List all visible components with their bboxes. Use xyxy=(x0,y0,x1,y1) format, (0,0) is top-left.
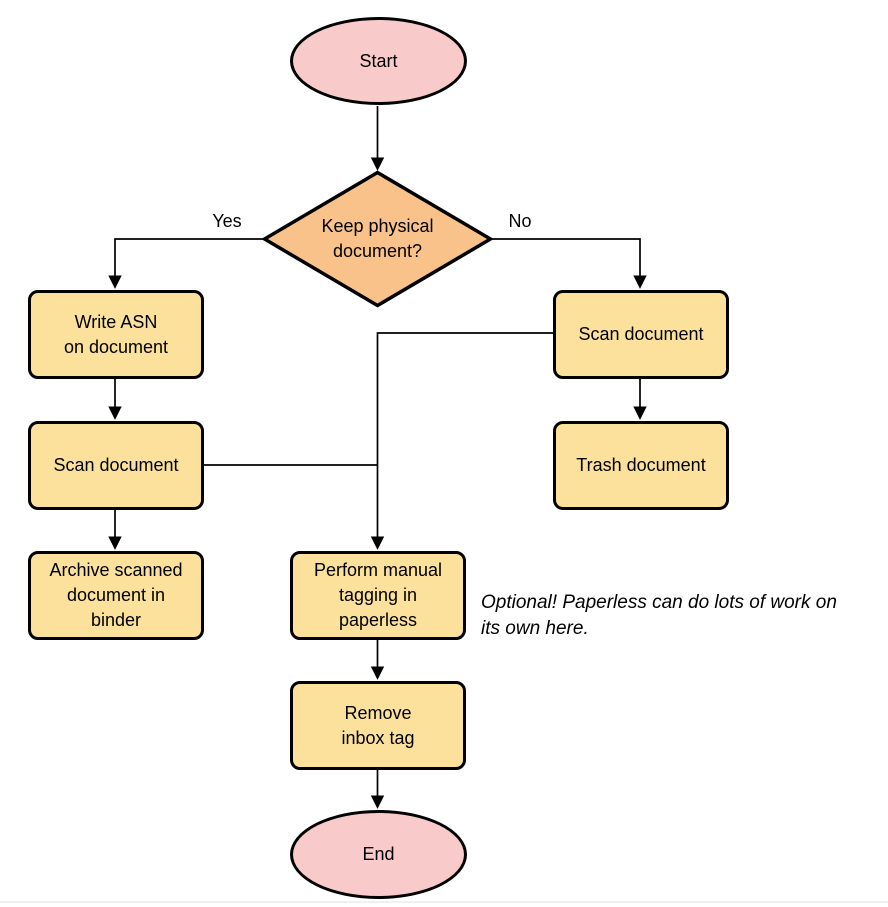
node-scan-document-right-label: Scan document xyxy=(578,324,704,344)
node-trash-document: Trash document xyxy=(553,421,729,510)
node-start: Start xyxy=(290,17,467,105)
node-write-asn: Write ASN on document xyxy=(28,290,204,379)
node-archive-binder-label: Archive scanned document in binder xyxy=(49,560,183,630)
node-scan-document-right: Scan document xyxy=(553,290,729,379)
node-decision: Keep physical document? xyxy=(262,170,493,308)
edge-decision-yes xyxy=(108,238,265,289)
node-end-label: End xyxy=(362,844,395,864)
node-start-label: Start xyxy=(359,50,398,71)
node-write-asn-label: Write ASN on document xyxy=(63,311,169,357)
edge-label-yes: Yes xyxy=(212,211,242,231)
decision-diamond-shape xyxy=(262,170,493,308)
node-archive-binder: Archive scanned document in binder xyxy=(28,551,204,640)
node-scan-document-left: Scan document xyxy=(28,421,204,510)
bottom-divider xyxy=(0,901,888,903)
edge-decision-no xyxy=(490,238,647,289)
note-optional: Optional! Paperless can do lots of work … xyxy=(481,592,837,639)
node-decision-label: Keep physical document? xyxy=(321,216,434,261)
edge-label-no: No xyxy=(508,211,532,231)
node-remove-inbox-tag: Remove inbox tag xyxy=(290,681,466,770)
node-remove-inbox-tag-label: Remove inbox tag xyxy=(341,702,415,748)
node-manual-tagging-label: Perform manual tagging in paperless xyxy=(313,560,443,630)
node-end: End xyxy=(290,810,467,899)
edge-scanright-to-tagging xyxy=(370,332,553,550)
node-scan-document-left-label: Scan document xyxy=(53,455,179,475)
node-trash-document-label: Trash document xyxy=(576,455,706,475)
node-manual-tagging: Perform manual tagging in paperless xyxy=(290,551,466,640)
